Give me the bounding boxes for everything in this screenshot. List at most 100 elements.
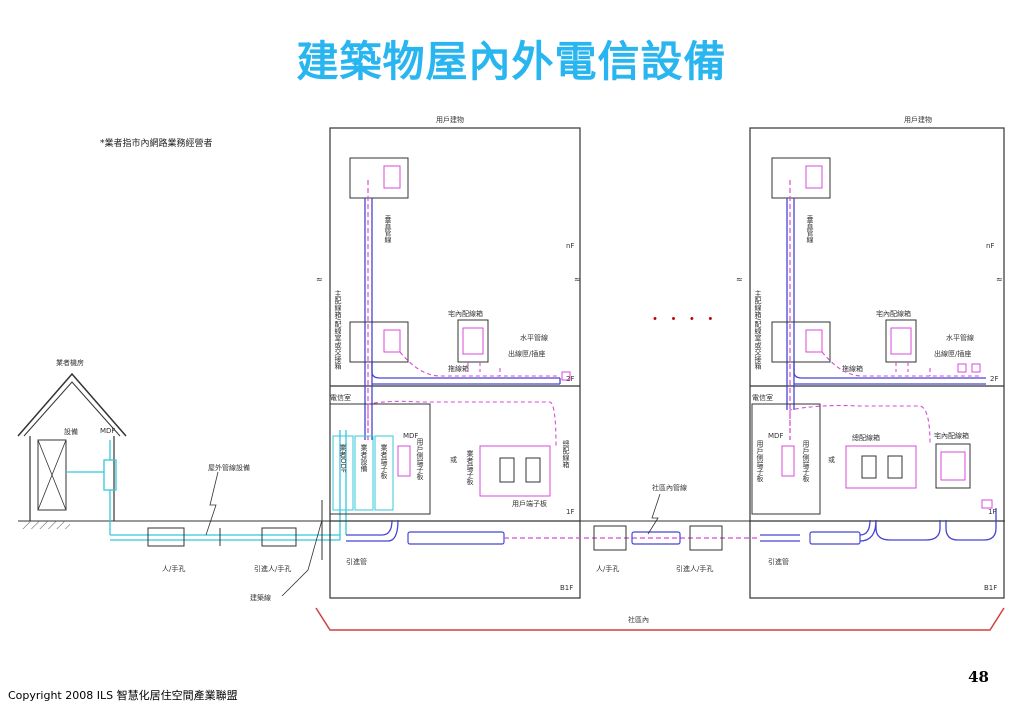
building-line-label: 建築線 <box>250 593 271 602</box>
nf-dist-box-1 <box>349 157 409 199</box>
outdoor-conduit-label: 屋外管線設備 <box>208 463 250 472</box>
manhole-2-label: 人/手孔 <box>596 564 619 573</box>
floor-nf-1: nF <box>566 242 574 250</box>
vertical-conduit-1 <box>364 198 373 440</box>
general-box-1-pt <box>499 457 515 483</box>
pull-box-2-label: 拖線箱 <box>842 364 863 373</box>
main-box-1-label: 主配線箱/配線室或交接箱 <box>334 289 342 370</box>
telecom-room-2 <box>751 403 821 515</box>
mdf-1-label: MDF <box>403 432 418 440</box>
outlet-2-label: 出線匣/插座 <box>934 349 971 358</box>
lead-in-pipe-2-label: 引進管 <box>768 557 789 566</box>
user-side-terminal-1-label: 用戶側端子板 <box>416 438 424 481</box>
floor-b1f-1: B1F <box>560 584 573 592</box>
user-side-terminal-2-label: 用戶側端子板 <box>756 440 764 483</box>
u-bend-1 <box>875 520 941 541</box>
squiggle-1a: ≈ <box>316 275 323 284</box>
user-building-1-label: 用戶建物 <box>436 115 464 124</box>
home-dist-box-1-inner <box>462 327 484 355</box>
general-box-1-ut <box>525 457 541 483</box>
or-1-label: 或 <box>450 455 457 464</box>
home-dist-box-3-inner <box>940 451 966 481</box>
telecom-room-1 <box>329 403 431 515</box>
community-inner-label: 社區內 <box>628 615 649 624</box>
horizontal-conduit-1 <box>371 362 561 385</box>
user-building-2-label: 用戶建物 <box>904 115 932 124</box>
vertical-conduit-2-label: 垂直管線 <box>806 214 814 243</box>
page-number: 48 <box>968 668 989 686</box>
home-dist-box-2-label: 宅內配線箱 <box>876 309 911 318</box>
riser-cable-2 <box>789 404 931 445</box>
provider-terminal-2-label: 業者端子板 <box>466 449 474 486</box>
manhole-1 <box>147 527 185 547</box>
provider-equipment <box>354 435 374 511</box>
conduit-section-3 <box>809 531 861 545</box>
mdf-2 <box>781 445 795 477</box>
pull-box-1-label: 拖線箱 <box>448 364 469 373</box>
vertical-conduit-1-label: 垂直管線 <box>384 214 392 243</box>
user-building-2 <box>749 127 1005 599</box>
home-dist-box-3-label: 宅內配線箱 <box>934 431 969 440</box>
main-box-2-label: 主配線箱/配線室或交接箱 <box>754 289 762 370</box>
horizontal-2-label: 水平管線 <box>946 333 974 342</box>
telecom-room-2-label: 電信室 <box>752 393 773 402</box>
copyright-text: Copyright 2008 ILS 智慧化居住空間產業聯盟 <box>8 689 238 702</box>
lead-in-conduit-2 <box>760 534 800 542</box>
horizontal-conduit-2 <box>793 362 986 385</box>
floor-b1f-2: B1F <box>984 584 997 592</box>
provider-odf <box>332 435 354 511</box>
horizontal-cable-1 <box>399 351 558 377</box>
home-dist-box-1 <box>457 319 489 363</box>
squiggle-2a: ≈ <box>736 275 743 284</box>
horizontal-cable-2 <box>821 351 982 377</box>
lead-in-bend-2 <box>859 519 877 542</box>
floor-1f-2: 1F <box>988 508 996 516</box>
outlet-3 <box>971 363 981 373</box>
or-2-label: 或 <box>828 455 835 464</box>
squiggle-1b: ≈ <box>574 275 581 284</box>
squiggle-2b: ≈ <box>996 275 1003 284</box>
conduit-section-2 <box>631 531 681 545</box>
provider-terminal-1-label: 業者端子板 <box>380 443 388 480</box>
provider-equipment-label: 業者設備 <box>360 443 368 473</box>
general-box-2 <box>845 445 917 489</box>
provider-building <box>17 372 127 521</box>
provider-odf-label: 業者ODF <box>339 443 347 473</box>
provider-note: *業者指市內網路業務經營者 <box>100 137 213 149</box>
provider-terminal-1 <box>374 435 394 511</box>
nf-dist-box-2 <box>771 157 831 199</box>
home-dist-box-1-label: 宅內配線箱 <box>448 309 483 318</box>
general-box-1-label: 總配線箱 <box>562 439 570 469</box>
provider-building-label: 業者機房 <box>56 358 84 367</box>
lead-in-manhole-1 <box>261 527 297 547</box>
page-title: 建築物屋內外電信設備 <box>296 37 727 86</box>
home-dist-box-2-inner <box>890 327 912 355</box>
main-box-2-inner <box>805 329 823 353</box>
user-side-terminal-3-label: 用戶側端子板 <box>802 440 810 483</box>
telecom-room-1-label: 電信室 <box>330 393 351 402</box>
general-box-2-label: 總配線箱 <box>852 433 880 442</box>
outlet-1 <box>561 371 571 381</box>
main-box-2 <box>771 321 831 363</box>
outlet-2 <box>957 363 967 373</box>
general-box-1 <box>479 445 551 497</box>
home-dist-box-3 <box>935 443 971 489</box>
general-box-2-b <box>887 455 903 479</box>
community-bracket <box>315 607 1005 631</box>
building-line-pointer <box>281 519 323 597</box>
manhole-1-label: 人/手孔 <box>162 564 185 573</box>
mdf-1 <box>397 445 411 477</box>
lead-in-conduit-1 <box>346 519 399 542</box>
community-conduit-label: 社區內管線 <box>652 483 687 492</box>
floor-nf-2: nF <box>986 242 994 250</box>
u-bend-2 <box>945 508 997 541</box>
riser-cable-1 <box>367 400 557 447</box>
conduit-section-1 <box>407 531 505 545</box>
general-box-2-a <box>861 455 877 479</box>
manhole-2 <box>593 525 627 551</box>
ellipsis: ・ ・ ・ ・ <box>648 312 717 328</box>
outdoor-conduit-pointer <box>205 471 219 536</box>
home-dist-box-2 <box>885 319 917 363</box>
lead-in-manhole-2-label: 引進人/手孔 <box>676 564 713 573</box>
floor-2f-2: 2F <box>990 375 998 383</box>
